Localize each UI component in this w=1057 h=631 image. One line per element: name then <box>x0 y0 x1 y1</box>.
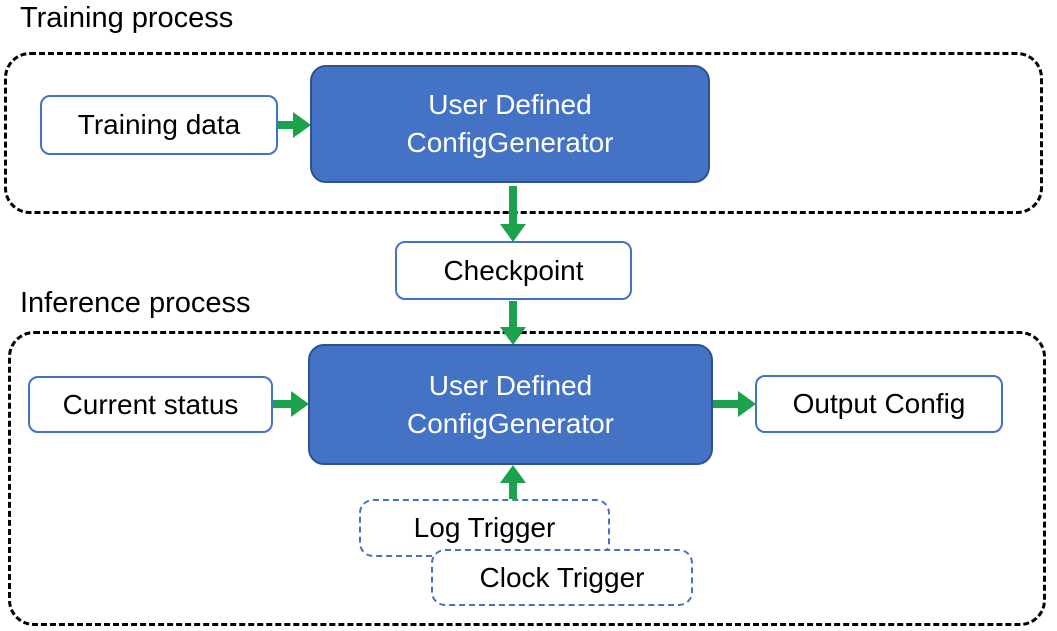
training-generator-box: User Defined ConfigGenerator <box>310 65 710 183</box>
training-generator-line2: ConfigGenerator <box>406 127 614 158</box>
arrow-head <box>291 391 309 417</box>
current-status-box: Current status <box>28 376 273 433</box>
inference-process-label: Inference process <box>20 287 251 319</box>
arrow-head <box>500 327 526 345</box>
arrow-stem <box>277 121 293 129</box>
arrow-head <box>738 391 756 417</box>
arrow-stem <box>509 483 517 500</box>
arrow-generator-to-output-config <box>712 391 756 417</box>
arrow-current-status-to-generator <box>272 391 309 417</box>
inference-container <box>8 331 1046 626</box>
inference-generator-line2: ConfigGenerator <box>406 407 614 439</box>
arrow-checkpoint-to-inference-generator <box>500 301 526 345</box>
training-data-box: Training data <box>40 95 278 155</box>
training-process-label: Training process <box>20 2 234 34</box>
arrow-head <box>500 465 526 483</box>
arrow-head <box>293 112 311 138</box>
arrow-stem <box>509 301 517 327</box>
arrow-triggers-to-generator <box>500 465 526 500</box>
arrow-stem <box>712 400 738 408</box>
training-generator-line1: User Defined <box>428 89 592 120</box>
arrow-training-data-to-generator <box>277 112 311 138</box>
checkpoint-box: Checkpoint <box>395 241 632 300</box>
arrow-stem <box>509 186 517 224</box>
arrow-stem <box>272 400 291 408</box>
inference-generator-box: User Defined ConfigGenerator <box>308 344 713 465</box>
log-trigger-box: Log Trigger <box>359 499 610 557</box>
clock-trigger-box: Clock Trigger <box>431 549 693 606</box>
output-config-box: Output Config <box>755 375 1003 433</box>
arrow-head <box>500 224 526 242</box>
training-container <box>4 52 1043 214</box>
arrow-generator-to-checkpoint <box>500 186 526 242</box>
inference-generator-line1: User Defined <box>428 369 593 401</box>
